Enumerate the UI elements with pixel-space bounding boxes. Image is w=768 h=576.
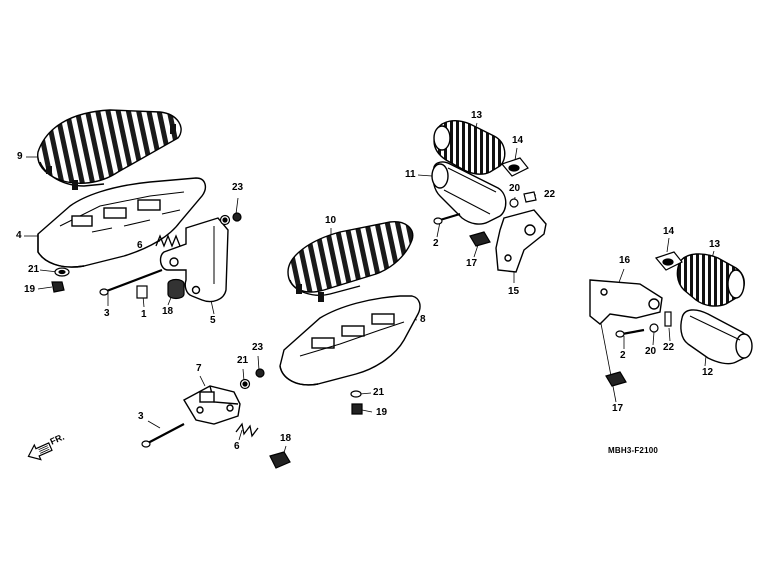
rear-floorboard-frame-8	[279, 295, 421, 386]
callout-18: 18	[162, 306, 174, 317]
callout-6: 6	[137, 240, 143, 251]
callout-2: 2	[433, 238, 439, 249]
washers-lower	[239, 368, 265, 390]
front-arrow-icon	[27, 442, 53, 461]
callout-15: 15	[508, 286, 520, 297]
footpeg-rubber-13-upper	[433, 120, 506, 175]
bracket-7	[183, 385, 241, 425]
callout-10: 10	[325, 215, 337, 226]
callout-19: 19	[376, 407, 388, 418]
washers-upper	[219, 212, 242, 226]
bolts-upper-right	[433, 212, 491, 247]
bolt-18-lower	[269, 451, 291, 469]
callout-14: 14	[512, 135, 524, 146]
spring-6-lower	[235, 422, 259, 438]
rear-frame-hardware	[350, 390, 363, 415]
diagram-code: MBH3-F2100	[608, 446, 659, 455]
callout-17: 17	[612, 403, 624, 414]
callout-16: 16	[619, 255, 631, 266]
callout-11: 11	[405, 169, 416, 180]
callout-21: 21	[237, 355, 249, 366]
callout-2: 2	[620, 350, 626, 361]
callout-7: 7	[196, 363, 202, 374]
left-hardware	[51, 267, 185, 300]
callout-20: 20	[509, 183, 521, 194]
front-floorboard-rubber-9	[37, 109, 182, 190]
callout-9: 9	[17, 151, 23, 162]
callout-22: 22	[544, 189, 556, 200]
footpeg-bracket-16	[589, 279, 663, 325]
callout-1: 1	[141, 309, 147, 320]
pin-3-lower	[141, 423, 185, 448]
callout-19: 19	[24, 284, 36, 295]
callout-5: 5	[210, 315, 216, 326]
callout-8: 8	[420, 314, 426, 325]
bolts-lower-right	[605, 328, 645, 387]
callout-22: 22	[663, 342, 675, 353]
front-floorboard-frame-4	[37, 177, 207, 268]
callout-21: 21	[28, 264, 40, 275]
callout-17: 17	[466, 258, 478, 269]
footpeg-hardware-upper	[500, 157, 537, 208]
footpeg-bracket-15	[495, 209, 547, 273]
callout-20: 20	[645, 346, 657, 357]
callout-23: 23	[252, 342, 264, 353]
callout-18: 18	[280, 433, 292, 444]
footpeg-rubber-13-lower	[676, 253, 745, 307]
front-direction-indicator: FR.	[20, 419, 87, 471]
callout-4: 4	[16, 230, 22, 241]
callout-12: 12	[702, 367, 714, 378]
rear-floorboard-rubber-10	[287, 221, 414, 302]
callout-14: 14	[663, 226, 675, 237]
footpeg-core-12	[680, 309, 753, 365]
callout-3: 3	[104, 308, 110, 319]
callout-6: 6	[234, 441, 240, 452]
footpeg-core-11	[431, 161, 507, 225]
callout-23: 23	[232, 182, 244, 193]
callout-3: 3	[138, 411, 144, 422]
bracket-5	[159, 217, 229, 303]
spring-6-upper	[155, 234, 181, 248]
footpeg-hardware-lower	[649, 251, 683, 333]
callout-21: 21	[373, 387, 385, 398]
callout-13: 13	[471, 110, 483, 121]
callout-13: 13	[709, 239, 721, 250]
